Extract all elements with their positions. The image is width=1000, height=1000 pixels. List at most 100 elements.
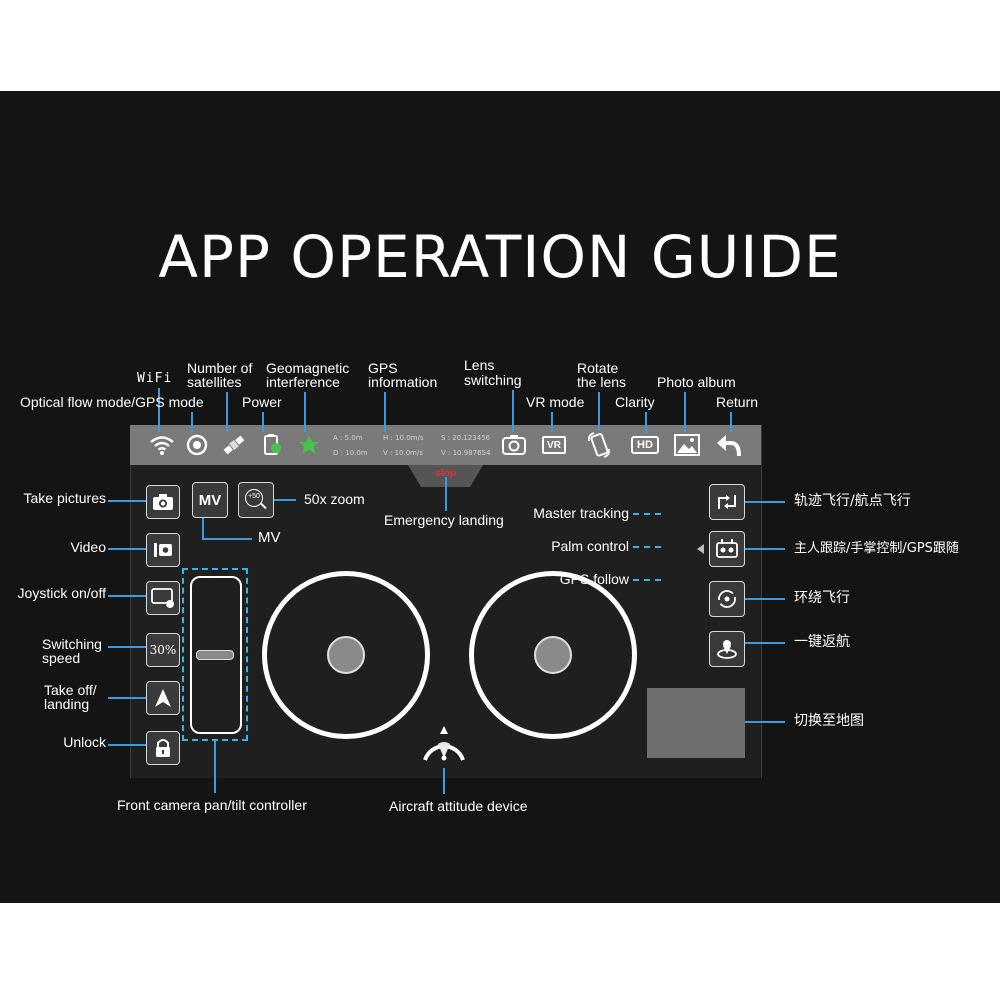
- take-picture-button[interactable]: [146, 485, 180, 519]
- takeoff-label-1: Take off/: [44, 682, 97, 698]
- rotate-lens-icon[interactable]: [585, 430, 613, 460]
- clarity-hd-text: HD: [631, 436, 659, 454]
- distance-readout: D : 10.0m: [333, 449, 368, 457]
- switching-speed-button[interactable]: 30%: [146, 633, 180, 667]
- switching-speed-label-1: Switching: [42, 636, 102, 652]
- geomagnetic-label-1: Geomagnetic: [266, 360, 350, 376]
- video-pointer: [108, 548, 146, 550]
- gps-follow-pointer: [633, 579, 661, 581]
- mv-label: MV: [258, 529, 281, 546]
- page-title: APP OPERATION GUIDE: [158, 223, 842, 291]
- unlock-pointer: [108, 744, 146, 746]
- unlock-label: Unlock: [63, 734, 106, 750]
- video-label: Video: [70, 539, 106, 555]
- takeoff-landing-button[interactable]: [146, 681, 180, 715]
- follow-modes-pointer: [745, 548, 785, 550]
- switch-map-label: 切换至地图: [794, 713, 864, 729]
- geomagnetic-icon: [296, 432, 322, 458]
- attitude-indicator: [419, 722, 469, 772]
- clarity-pointer: [645, 412, 647, 433]
- mv-pointer-horizontal: [202, 538, 252, 540]
- satellite-icon: [220, 432, 248, 458]
- wifi-label: WiFi: [137, 371, 173, 386]
- return-home-button[interactable]: [709, 631, 745, 667]
- photo-album-label: Photo album: [657, 374, 736, 390]
- master-tracking-pointer: [633, 513, 661, 515]
- right-joystick[interactable]: [469, 571, 637, 739]
- joystick-label: Joystick on/off: [17, 585, 106, 601]
- right-joystick-knob[interactable]: [534, 636, 572, 674]
- magnifier-icon: +50: [244, 488, 268, 512]
- switch-map-pointer: [745, 721, 785, 723]
- take-pictures-label: Take pictures: [23, 490, 106, 506]
- clarity-label: Clarity: [615, 394, 655, 410]
- lens-switching-pointer: [512, 390, 514, 432]
- trajectory-flight-button[interactable]: [709, 484, 745, 520]
- follow-mode-expand-arrow[interactable]: [697, 544, 704, 554]
- clarity-hd-icon[interactable]: HD: [630, 433, 660, 457]
- mv-button[interactable]: MV: [192, 482, 228, 518]
- front-camera-pointer: [214, 741, 216, 793]
- takeoff-label-2: landing: [44, 696, 90, 712]
- orbit-flight-label: 环绕飞行: [794, 590, 850, 606]
- left-joystick[interactable]: [262, 571, 430, 739]
- gimbal-slider-handle[interactable]: [196, 650, 234, 660]
- take-pictures-pointer: [108, 500, 146, 502]
- vr-mode-icon[interactable]: VR: [540, 433, 568, 457]
- lens-switching-label-2: switching: [464, 372, 522, 388]
- speed-value: 30%: [149, 643, 177, 657]
- photo-album-icon[interactable]: [673, 432, 701, 458]
- zoom-button[interactable]: +50: [238, 482, 274, 518]
- wifi-icon[interactable]: [148, 432, 176, 458]
- mv-button-text: MV: [198, 491, 222, 509]
- follow-modes-label: 主人跟踪/手掌控制/GPS跟随: [794, 541, 959, 556]
- attitude-label: Aircraft attitude device: [389, 798, 528, 814]
- emergency-landing-label: Emergency landing: [384, 512, 504, 528]
- rotate-lens-pointer: [598, 392, 600, 430]
- orbit-pointer: [745, 598, 785, 600]
- palm-control-pointer: [633, 546, 661, 548]
- trajectory-pointer: [745, 501, 785, 503]
- lens-switch-icon[interactable]: [500, 432, 528, 458]
- power-pointer: [262, 412, 264, 432]
- unlock-button[interactable]: [146, 731, 180, 765]
- gimbal-slider-frame: [182, 568, 248, 741]
- geomagnetic-pointer: [304, 392, 306, 432]
- joystick-pointer: [108, 595, 146, 597]
- gimbal-slider[interactable]: [190, 576, 242, 734]
- trajectory-flight-label: 轨迹飞行/航点飞行: [794, 493, 911, 509]
- return-home-pointer: [745, 642, 785, 644]
- return-label: Return: [716, 394, 759, 410]
- rotate-lens-label-1: Rotate: [577, 360, 619, 376]
- front-camera-label: Front camera pan/tilt controller: [117, 797, 307, 813]
- emergency-stop-text: stop: [434, 468, 457, 479]
- vr-mode-pointer: [551, 412, 553, 432]
- zoom-label: 50x zoom: [304, 491, 365, 507]
- palm-control-label: Palm control: [551, 538, 629, 554]
- satellites-pointer: [226, 392, 228, 432]
- emergency-landing-button[interactable]: stop: [408, 465, 483, 487]
- satellites-label-1: Number of: [187, 360, 253, 376]
- satellites-label-2: satellites: [187, 374, 242, 390]
- return-icon[interactable]: [713, 430, 743, 460]
- follow-mode-button[interactable]: [709, 531, 745, 567]
- photo-album-pointer: [684, 392, 686, 432]
- orbit-flight-button[interactable]: [709, 581, 745, 617]
- optical-flow-pointer: [191, 412, 193, 432]
- switching-speed-pointer: [108, 646, 146, 648]
- joystick-toggle-button[interactable]: [146, 581, 180, 615]
- battery-power-icon: [259, 432, 285, 458]
- gps-info-label-1: GPS: [368, 360, 398, 376]
- gps-info-pointer: [384, 392, 386, 432]
- master-tracking-label: Master tracking: [533, 505, 629, 521]
- map-preview-window[interactable]: [647, 688, 745, 758]
- takeoff-pointer: [108, 697, 146, 699]
- emergency-pointer: [445, 477, 447, 511]
- optical-flow-mode-icon[interactable]: [184, 432, 210, 458]
- power-label: Power: [242, 394, 282, 410]
- video-button[interactable]: [146, 533, 180, 567]
- left-joystick-knob[interactable]: [327, 636, 365, 674]
- height-speed-readout: H : 10.0m/s: [383, 434, 424, 442]
- mv-pointer-vertical: [202, 518, 204, 540]
- vertical-speed-readout: V : 10.0m/s: [383, 449, 424, 457]
